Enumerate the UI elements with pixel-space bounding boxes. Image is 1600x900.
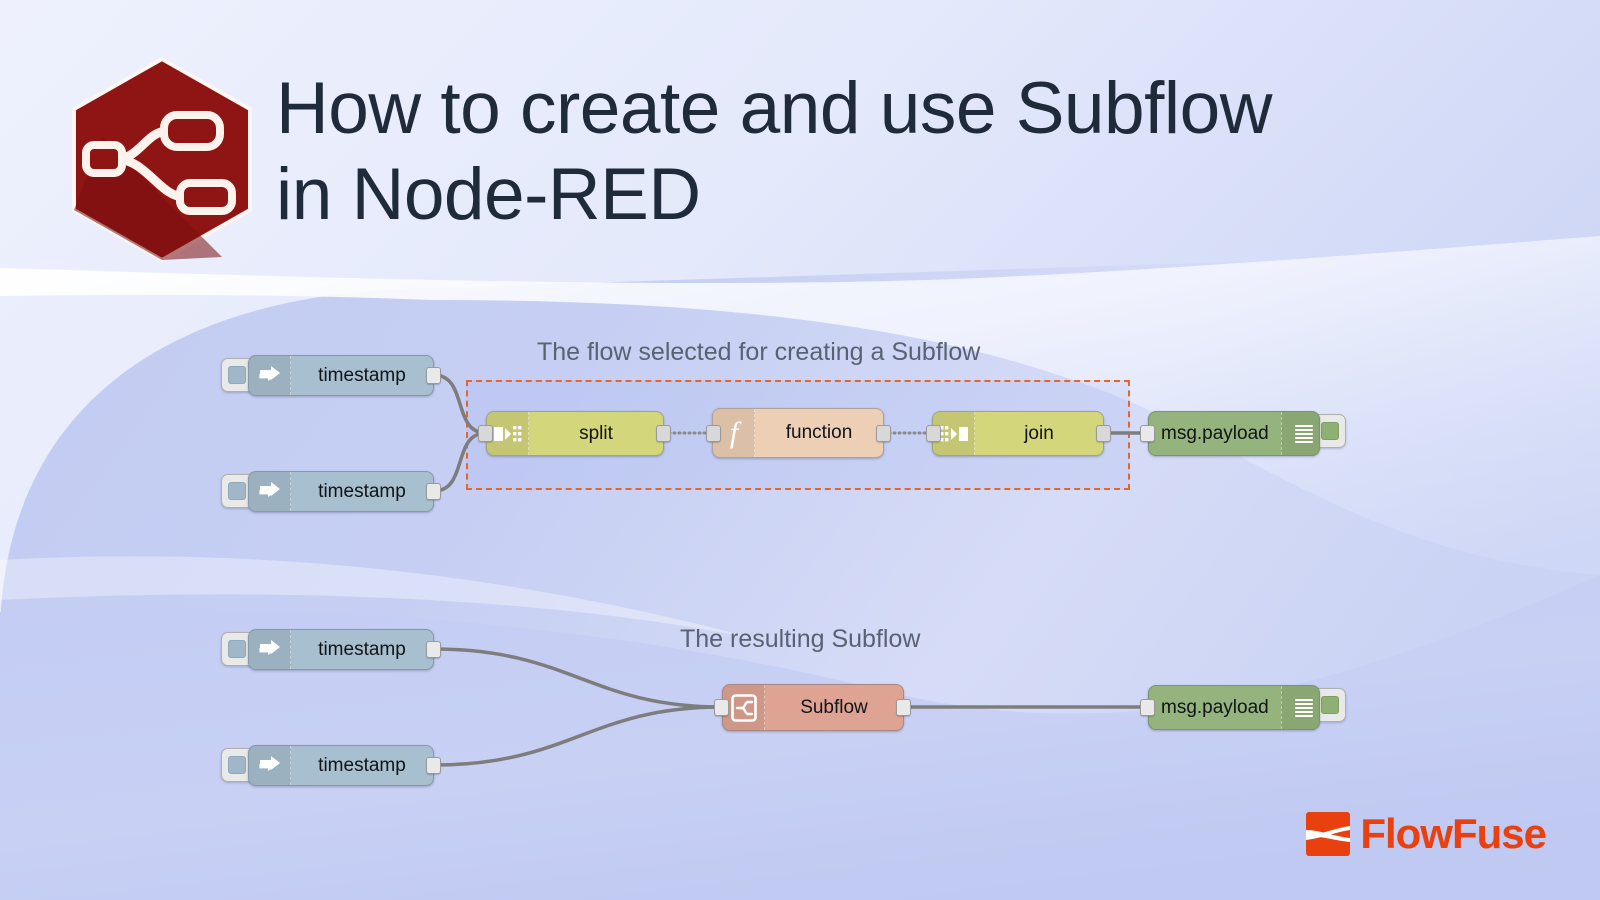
port-output-subflow[interactable]: [896, 699, 911, 716]
join-glyph: [939, 425, 968, 441]
caption-resulting-subflow: The resulting Subflow: [680, 625, 921, 653]
port-input-split[interactable]: [478, 425, 493, 442]
inject-button-square-icon: [228, 366, 246, 384]
function-f-icon: f: [713, 409, 755, 457]
wire-inject2-split: [432, 431, 488, 493]
inject-button-2[interactable]: [221, 474, 253, 508]
port-input-debug-1[interactable]: [1140, 425, 1155, 442]
flowfuse-mark-icon: [1306, 812, 1351, 856]
node-label: timestamp: [318, 364, 406, 386]
node-debug-2[interactable]: msg.payload: [1148, 685, 1320, 730]
arrow-right-glyph: [258, 481, 280, 497]
node-red-hexagon-logo: [72, 57, 252, 262]
wire-inject1-split: [432, 373, 488, 435]
caption-flow-selected: The flow selected for creating a Subflow: [537, 338, 981, 366]
flowfuse-logo: FlowFuse: [1306, 810, 1547, 857]
node-inject-1[interactable]: timestamp: [248, 355, 434, 396]
node-join[interactable]: join: [932, 411, 1104, 456]
node-label: timestamp: [318, 638, 406, 660]
node-split[interactable]: split: [486, 411, 664, 456]
wire-inject4-subflow: [432, 705, 724, 767]
port-output-inject-2[interactable]: [426, 483, 441, 500]
node-subflow[interactable]: Subflow: [722, 684, 904, 731]
port-input-function[interactable]: [706, 425, 721, 442]
split-glyph: [493, 425, 521, 441]
split-icon: [487, 412, 529, 455]
arrow-right-icon: [249, 746, 291, 785]
node-label: function: [785, 422, 853, 443]
node-label: split: [579, 422, 613, 444]
port-input-subflow[interactable]: [714, 699, 729, 716]
debug-lines-icon: [1280, 412, 1319, 455]
port-output-function[interactable]: [876, 425, 891, 442]
arrow-right-icon: [249, 630, 291, 669]
debug-lines-glyph: [1295, 424, 1314, 443]
node-inject-4[interactable]: timestamp: [248, 745, 434, 786]
subflow-icon: [723, 685, 765, 730]
port-output-inject-3[interactable]: [426, 641, 441, 658]
node-inject-3[interactable]: timestamp: [248, 629, 434, 670]
debug-toggle-square-icon: [1321, 422, 1339, 440]
inject-button-square-icon: [228, 640, 246, 658]
page-header: How to create and use Subflow in Node-RE…: [0, 0, 1600, 285]
node-label: timestamp: [318, 480, 406, 502]
page-title-line-2: in Node-RED: [276, 154, 701, 236]
node-debug-1[interactable]: msg.payload: [1148, 411, 1320, 456]
inject-button-square-icon: [228, 482, 246, 500]
debug-toggle-square-icon: [1321, 696, 1339, 714]
node-label: msg.payload: [1161, 696, 1269, 718]
debug-toggle-button-1[interactable]: [1314, 414, 1346, 448]
port-output-inject-1[interactable]: [426, 367, 441, 384]
debug-lines-glyph: [1295, 698, 1314, 717]
function-f-glyph: f: [729, 416, 741, 449]
node-label: msg.payload: [1161, 422, 1269, 444]
arrow-right-glyph: [258, 365, 280, 381]
page-title: How to create and use Subflow in Node-RE…: [276, 66, 1396, 238]
page-title-line-1: How to create and use Subflow: [276, 68, 1272, 149]
port-output-inject-4[interactable]: [426, 757, 441, 774]
node-inject-2[interactable]: timestamp: [248, 471, 434, 512]
inject-button-4[interactable]: [221, 748, 253, 782]
arrow-right-glyph: [258, 755, 280, 771]
inject-button-square-icon: [228, 756, 246, 774]
subflow-glyph: [730, 693, 757, 722]
node-function[interactable]: f function: [712, 408, 884, 458]
arrow-right-icon: [249, 356, 291, 395]
flowfuse-wordmark: FlowFuse: [1360, 810, 1547, 857]
port-output-split[interactable]: [656, 425, 671, 442]
node-label: timestamp: [318, 754, 406, 776]
arrow-right-icon: [249, 472, 291, 511]
arrow-right-glyph: [258, 639, 280, 655]
wire-inject3-subflow: [432, 647, 724, 709]
node-label: join: [1024, 422, 1054, 444]
port-input-debug-2[interactable]: [1140, 699, 1155, 716]
debug-lines-icon: [1280, 686, 1319, 729]
port-output-join[interactable]: [1096, 425, 1111, 442]
svg-text:f: f: [729, 416, 741, 449]
port-input-join[interactable]: [926, 425, 941, 442]
node-label: Subflow: [800, 696, 868, 718]
